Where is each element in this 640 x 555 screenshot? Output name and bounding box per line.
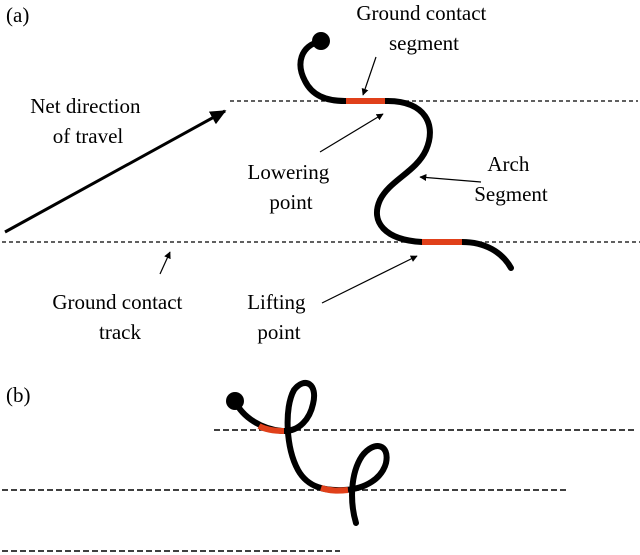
panel-a-label: (a) bbox=[6, 3, 29, 27]
panel-a: (a) Ground contact segment Net direction… bbox=[2, 1, 640, 344]
label-net-direction: Net direction of travel bbox=[30, 94, 145, 148]
snake-head-b bbox=[226, 392, 244, 410]
contact-segment-b-lower bbox=[320, 485, 349, 494]
arrow-ground-contact-track bbox=[159, 251, 171, 275]
label-ground-contact-track: Ground contact track bbox=[52, 290, 187, 344]
label-lifting-point: Lifting point bbox=[247, 290, 311, 344]
snake-head-a bbox=[312, 32, 330, 50]
snake-body-a bbox=[297, 38, 514, 271]
arrow-lifting-point bbox=[321, 255, 418, 304]
arrow-arch-segment bbox=[419, 174, 482, 183]
contact-segment-b-upper bbox=[257, 423, 285, 434]
net-direction-arrow bbox=[4, 109, 227, 234]
label-ground-contact-segment: Ground contact segment bbox=[356, 1, 491, 55]
snake-body-b bbox=[232, 380, 390, 526]
arrow-ground-contact-segment bbox=[361, 56, 377, 96]
panel-b: (b) bbox=[2, 380, 637, 552]
arrow-lowering-point bbox=[319, 113, 384, 153]
label-lowering-point: Lowering point bbox=[248, 160, 335, 214]
panel-b-label: (b) bbox=[6, 383, 31, 407]
label-arch-segment: Arch Segment bbox=[474, 152, 548, 206]
